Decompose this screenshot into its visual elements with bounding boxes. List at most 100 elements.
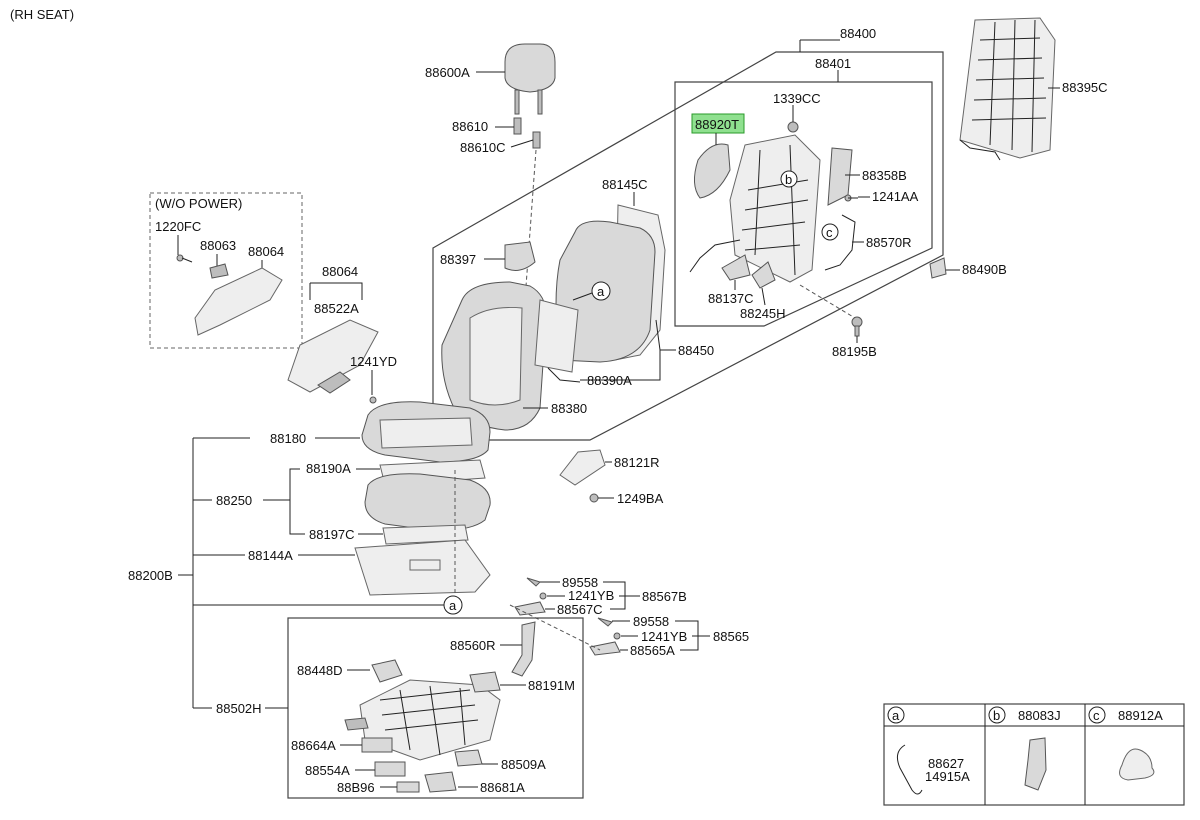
module-88191M [469, 671, 501, 693]
clip-89558-b [597, 617, 613, 627]
callout-c-top-text: c [826, 225, 833, 240]
label-88180: 88180 [270, 431, 306, 446]
cover-88121R [559, 449, 606, 486]
label-88B96: 88B96 [337, 780, 375, 795]
label-88245H: 88245H [740, 306, 786, 321]
callout-a-top [591, 281, 611, 301]
motor-88448D [371, 659, 403, 683]
legend-clip-88912A [1119, 748, 1155, 781]
label-88195B: 88195B [832, 344, 877, 359]
bolt-88195B [851, 316, 863, 337]
switch-88522A [317, 371, 351, 394]
label-88610: 88610 [452, 119, 488, 134]
cap-88397 [504, 241, 536, 271]
seat-track-frame [344, 679, 501, 761]
cushion-foam-88250 [364, 473, 491, 531]
label-88567C: 88567C [557, 602, 603, 617]
bolt-1241YB-a [539, 592, 547, 600]
bracket-88137C [721, 254, 751, 281]
legend-key-c-text: c [1093, 708, 1100, 723]
label-88490B: 88490B [962, 262, 1007, 277]
label-1241YB-b: 1241YB [641, 629, 687, 644]
label-88064-a: 88064 [248, 244, 284, 259]
legend-key-a-text: a [892, 708, 900, 723]
bolt-1241YB-b [613, 632, 621, 640]
nut-1339CC [787, 121, 799, 133]
diagram-title: (RH SEAT) [10, 7, 74, 22]
module-88664A [361, 737, 393, 753]
label-88197C: 88197C [309, 527, 355, 542]
label-88554A: 88554A [305, 763, 350, 778]
label-88681A: 88681A [480, 780, 525, 795]
label-88200B: 88200B [128, 568, 173, 583]
airbag-module-88920T [694, 143, 731, 199]
callout-a-top-text: a [597, 284, 605, 299]
callout-c-top [821, 223, 839, 241]
label-88401: 88401 [815, 56, 851, 71]
seatback-cover-88380 [441, 281, 547, 431]
cable-88560R [511, 621, 536, 677]
label-88380: 88380 [551, 401, 587, 416]
screw-1220FC [176, 254, 193, 263]
label-88190A: 88190A [306, 461, 351, 476]
screw-1249BA [589, 493, 599, 503]
label-88358B: 88358B [862, 168, 907, 183]
label-88522A: 88522A [314, 301, 359, 316]
mat-88144A [354, 539, 491, 596]
assembly-frame-88401 [674, 81, 933, 327]
label-88450: 88450 [678, 343, 714, 358]
guide-pin-88610 [513, 117, 522, 135]
label-88502H: 88502H [216, 701, 262, 716]
label-89558-b: 89558 [633, 614, 669, 629]
guide-pin-88610C [532, 131, 541, 149]
heater-pad-88390A [534, 299, 581, 383]
label-88664A: 88664A [291, 738, 336, 753]
label-88600A: 88600A [425, 65, 470, 80]
label-88137C: 88137C [708, 291, 754, 306]
clip-89558-a [526, 577, 541, 587]
pad-88197C [382, 524, 469, 545]
label-88400: 88400 [840, 26, 876, 41]
wiring-left [689, 239, 741, 273]
label-1249BA: 1249BA [617, 491, 664, 506]
bolt-1241AA [844, 194, 858, 202]
label-1241YD: 1241YD [350, 354, 397, 369]
legend-part-88083J: 88083J [1018, 708, 1061, 723]
cushion-cover-88180 [361, 401, 491, 463]
label-88064-b: 88064 [322, 264, 358, 279]
legend-key-b [988, 706, 1006, 724]
callout-a-bottom-text: a [449, 598, 457, 613]
highlight-88920T [691, 113, 745, 134]
cover-88565A [589, 641, 621, 656]
motor-88509A [454, 749, 483, 767]
label-88191M: 88191M [528, 678, 575, 693]
wiring-88570R [824, 214, 856, 271]
legend-part-88627: 88627 [928, 756, 964, 771]
label-88565: 88565 [713, 629, 749, 644]
callout-a-bottom [443, 595, 463, 615]
knob-88063 [209, 263, 229, 279]
legend-key-c [1088, 706, 1106, 724]
seatback-frame [729, 134, 821, 283]
label-88448D: 88448D [297, 663, 343, 678]
label-88145C: 88145C [602, 177, 648, 192]
label-88610C: 88610C [460, 140, 506, 155]
cover-88567C [514, 601, 546, 616]
legend-key-a [887, 706, 905, 724]
callout-b [780, 170, 798, 188]
label-88509A: 88509A [501, 757, 546, 772]
legend-key-b-text: b [993, 708, 1000, 723]
label-88560R: 88560R [450, 638, 496, 653]
back-board-88395C [959, 17, 1056, 161]
label-88395C: 88395C [1062, 80, 1108, 95]
label-1339CC: 1339CC [773, 91, 821, 106]
side-shield-88064 [287, 319, 379, 393]
module-88554A [374, 761, 406, 777]
label-88390A: 88390A [587, 373, 632, 388]
label-88144A: 88144A [248, 548, 293, 563]
label-88920T: 88920T [695, 117, 739, 132]
label-88250: 88250 [216, 493, 252, 508]
label-wo-power: (W/O POWER) [155, 196, 242, 211]
label-1220FC: 1220FC [155, 219, 201, 234]
